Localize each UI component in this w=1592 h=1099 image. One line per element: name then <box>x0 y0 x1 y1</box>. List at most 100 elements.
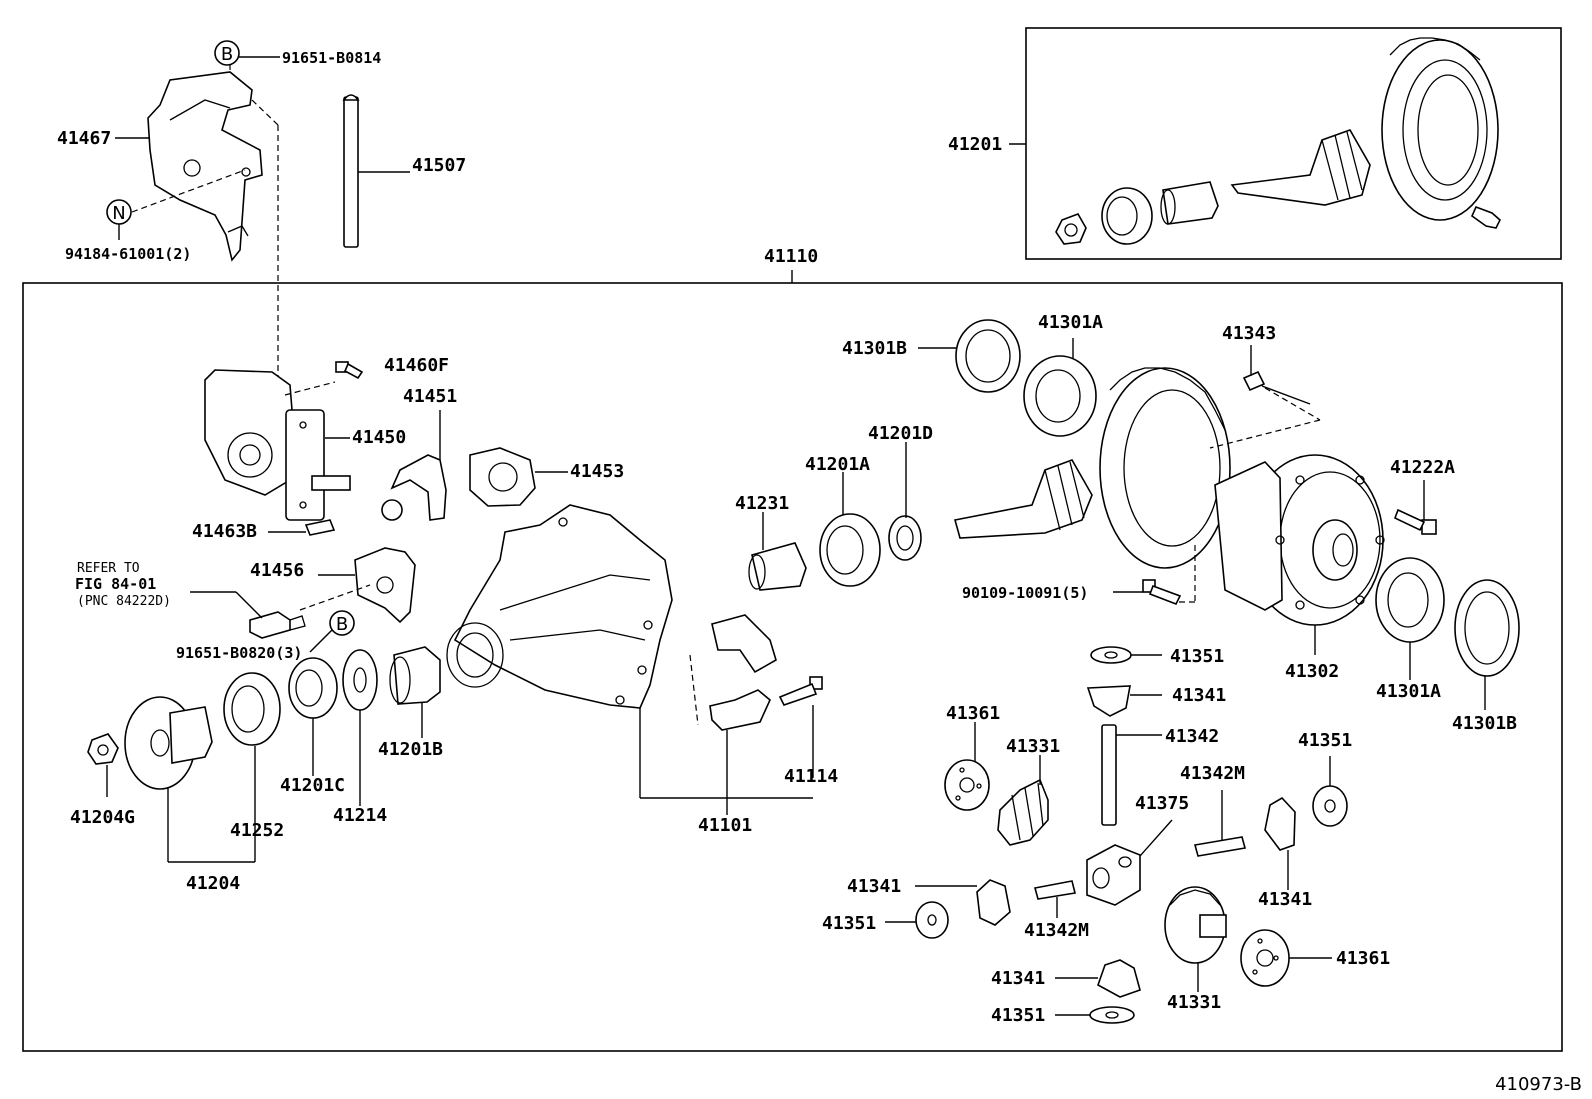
label-41463b: 41463B <box>192 521 257 542</box>
label-41101: 41101 <box>698 815 752 836</box>
differential-case-41302 <box>1214 454 1385 626</box>
pinion-spacer-top <box>1160 181 1219 225</box>
pin-41342m-a <box>1193 836 1247 857</box>
pinion-gear-41341-d <box>1097 959 1141 998</box>
bolt-41460f <box>335 361 364 380</box>
seal-41301b-top <box>955 319 1021 393</box>
label-41301a-bottom: 41301A <box>1376 681 1441 702</box>
spacer-41214 <box>342 649 378 711</box>
circle-marker-b-top: B <box>214 40 240 66</box>
pinion-gear-41341-b <box>1264 796 1296 851</box>
rod-part <box>342 94 360 248</box>
label-41341-b: 41341 <box>1258 889 1312 910</box>
carrier-housing-41101 <box>446 504 673 709</box>
collapsible-spacer-41231 <box>748 542 807 591</box>
drive-pinion-top <box>1230 129 1371 206</box>
spider-block-41375 <box>1086 844 1141 906</box>
label-41201b: 41201B <box>378 739 443 760</box>
bracket-part <box>147 71 263 262</box>
label-41351-a: 41351 <box>1170 646 1224 667</box>
svg-text:B: B <box>221 44 233 65</box>
ring-gear-bolt-top <box>1471 205 1501 229</box>
shaft-41342 <box>1101 724 1117 826</box>
label-41201a: 41201A <box>805 454 870 475</box>
washer-41351-c <box>915 901 949 939</box>
pinion-gear-41341-a <box>1086 685 1131 717</box>
label-41361-a: 41361 <box>946 703 1000 724</box>
label-41467: 41467 <box>57 128 111 149</box>
switch-refer <box>249 611 306 639</box>
label-41351-c: 41351 <box>822 913 876 934</box>
label-41351-d: 41351 <box>991 1005 1045 1026</box>
diagram-code: 410973-B <box>1495 1074 1582 1095</box>
washer-41351-d <box>1089 1006 1135 1024</box>
label-91651-b0814: 91651-B0814 <box>282 49 381 67</box>
pin-41342m-b <box>1034 880 1076 900</box>
bolt-41463b <box>304 519 336 536</box>
label-41451: 41451 <box>403 386 457 407</box>
label-41361-b: 41361 <box>1336 948 1390 969</box>
companion-flange-41204 <box>124 696 213 790</box>
pin-41343 <box>1242 370 1311 405</box>
washer-41351-b <box>1312 785 1348 827</box>
label-41331-a: 41331 <box>1006 736 1060 757</box>
thrust-washer-41361-b <box>1240 929 1290 987</box>
pinion-gear-41341-c <box>976 879 1011 926</box>
label-41231: 41231 <box>735 493 789 514</box>
pinion-bearing-top <box>1101 187 1153 245</box>
label-41342: 41342 <box>1165 726 1219 747</box>
circle-marker-b-lower: B <box>329 610 355 636</box>
label-41343: 41343 <box>1222 323 1276 344</box>
actuator-41456 <box>354 547 416 624</box>
label-41341-a: 41341 <box>1172 685 1226 706</box>
label-41201d: 41201D <box>868 423 933 444</box>
label-41252: 41252 <box>230 820 284 841</box>
oil-seal-41252 <box>223 672 281 746</box>
label-refer-1: REFER TO <box>77 561 140 576</box>
label-94184: 94184-61001(2) <box>65 245 191 263</box>
side-gear-41331-b <box>1164 886 1227 964</box>
bearing-cap-41101 <box>709 614 777 731</box>
label-41201c: 41201C <box>280 775 345 796</box>
label-90109: 90109-10091(5) <box>962 584 1088 602</box>
label-41110: 41110 <box>764 246 818 267</box>
seal-41301b-bottom <box>1454 579 1520 677</box>
label-41450: 41450 <box>352 427 406 448</box>
label-41114: 41114 <box>784 766 838 787</box>
label-41204: 41204 <box>186 873 240 894</box>
washer-41351-a <box>1090 646 1132 664</box>
label-41507: 41507 <box>412 155 466 176</box>
bolt-90109 <box>1142 579 1182 606</box>
cap-bolt-41114 <box>778 676 823 706</box>
label-refer-2: FIG 84-01 <box>75 575 156 593</box>
washer-41201d <box>888 515 922 561</box>
svg-text:N: N <box>112 203 125 224</box>
ring-gear-top <box>1381 37 1499 221</box>
label-41375: 41375 <box>1135 793 1189 814</box>
ring-gear <box>1099 367 1231 569</box>
label-41342m-a: 41342M <box>1180 763 1245 784</box>
sleeve-41453 <box>469 447 536 507</box>
label-41456: 41456 <box>250 560 304 581</box>
bearing-41201b <box>389 646 441 705</box>
label-41301a-top: 41301A <box>1038 312 1103 333</box>
label-41201: 41201 <box>948 134 1002 155</box>
label-41301b-bottom: 41301B <box>1452 713 1517 734</box>
shift-fork-41451 <box>381 410 447 521</box>
circle-marker-n: N <box>106 199 132 225</box>
bearing-41201a <box>819 513 881 587</box>
side-gear-41331-a <box>997 778 1049 846</box>
label-refer-3: (PNC 84222D) <box>77 594 171 609</box>
bearing-41301a-bottom <box>1375 557 1445 643</box>
label-41351-b: 41351 <box>1298 730 1352 751</box>
bearing-41201c <box>288 657 338 719</box>
bolt-41222a <box>1393 508 1437 535</box>
bearing-41301a-top <box>1023 355 1097 437</box>
label-91651-b0820: 91651-B0820(3) <box>176 644 302 662</box>
label-41302: 41302 <box>1285 661 1339 682</box>
drive-pinion <box>953 459 1093 539</box>
label-41301b-top: 41301B <box>842 338 907 359</box>
label-41204g: 41204G <box>70 807 135 828</box>
flange-nut-41204g <box>87 733 119 765</box>
